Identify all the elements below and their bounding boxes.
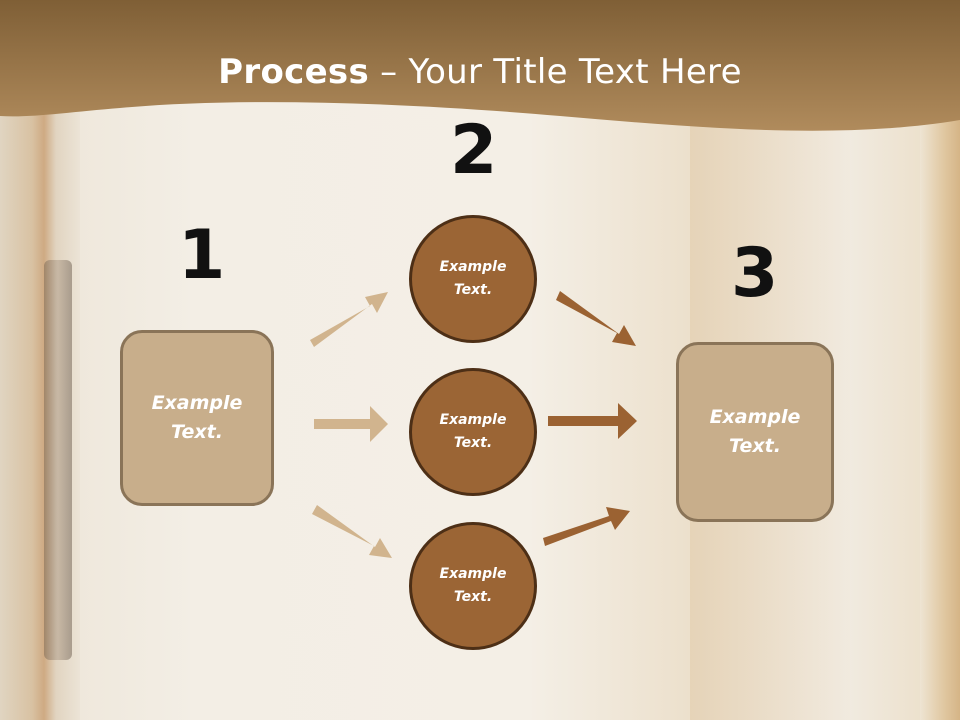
step-number-3: 3: [731, 234, 779, 313]
step-number-1: 1: [178, 216, 226, 295]
circle-2: Example Text.: [409, 368, 537, 496]
circle-3: Example Text.: [409, 522, 537, 650]
header-wave: [0, 0, 960, 131]
step-3-box: Example Text.: [676, 342, 834, 522]
step-1-text: Example Text.: [151, 392, 243, 443]
arrow-1-to-circle-2: [314, 406, 388, 442]
arrow-circle-1-to-3: [556, 291, 636, 346]
step-number-2: 2: [450, 111, 498, 190]
header-banner: Process – Your Title Text Here: [0, 0, 960, 140]
title-rest: – Your Title Text Here: [369, 52, 742, 92]
arrow-circle-2-to-3: [548, 403, 637, 439]
step-1-box: Example Text.: [120, 330, 274, 506]
arrow-1-to-circle-1: [310, 292, 388, 347]
arrow-circle-3-to-3: [543, 507, 630, 546]
step-3-text: Example Text.: [709, 406, 801, 457]
page-title: Process – Your Title Text Here: [0, 52, 960, 92]
background-wood-strip-right: [920, 110, 960, 720]
title-bold: Process: [218, 52, 370, 92]
background-pipe: [44, 260, 72, 660]
circle-3-text: Example Text.: [439, 566, 507, 605]
circle-2-text: Example Text.: [439, 412, 507, 451]
background-wood-strip-left: [0, 110, 80, 720]
arrow-1-to-circle-3: [312, 505, 392, 558]
circle-1-text: Example Text.: [439, 259, 507, 298]
circle-1: Example Text.: [409, 215, 537, 343]
